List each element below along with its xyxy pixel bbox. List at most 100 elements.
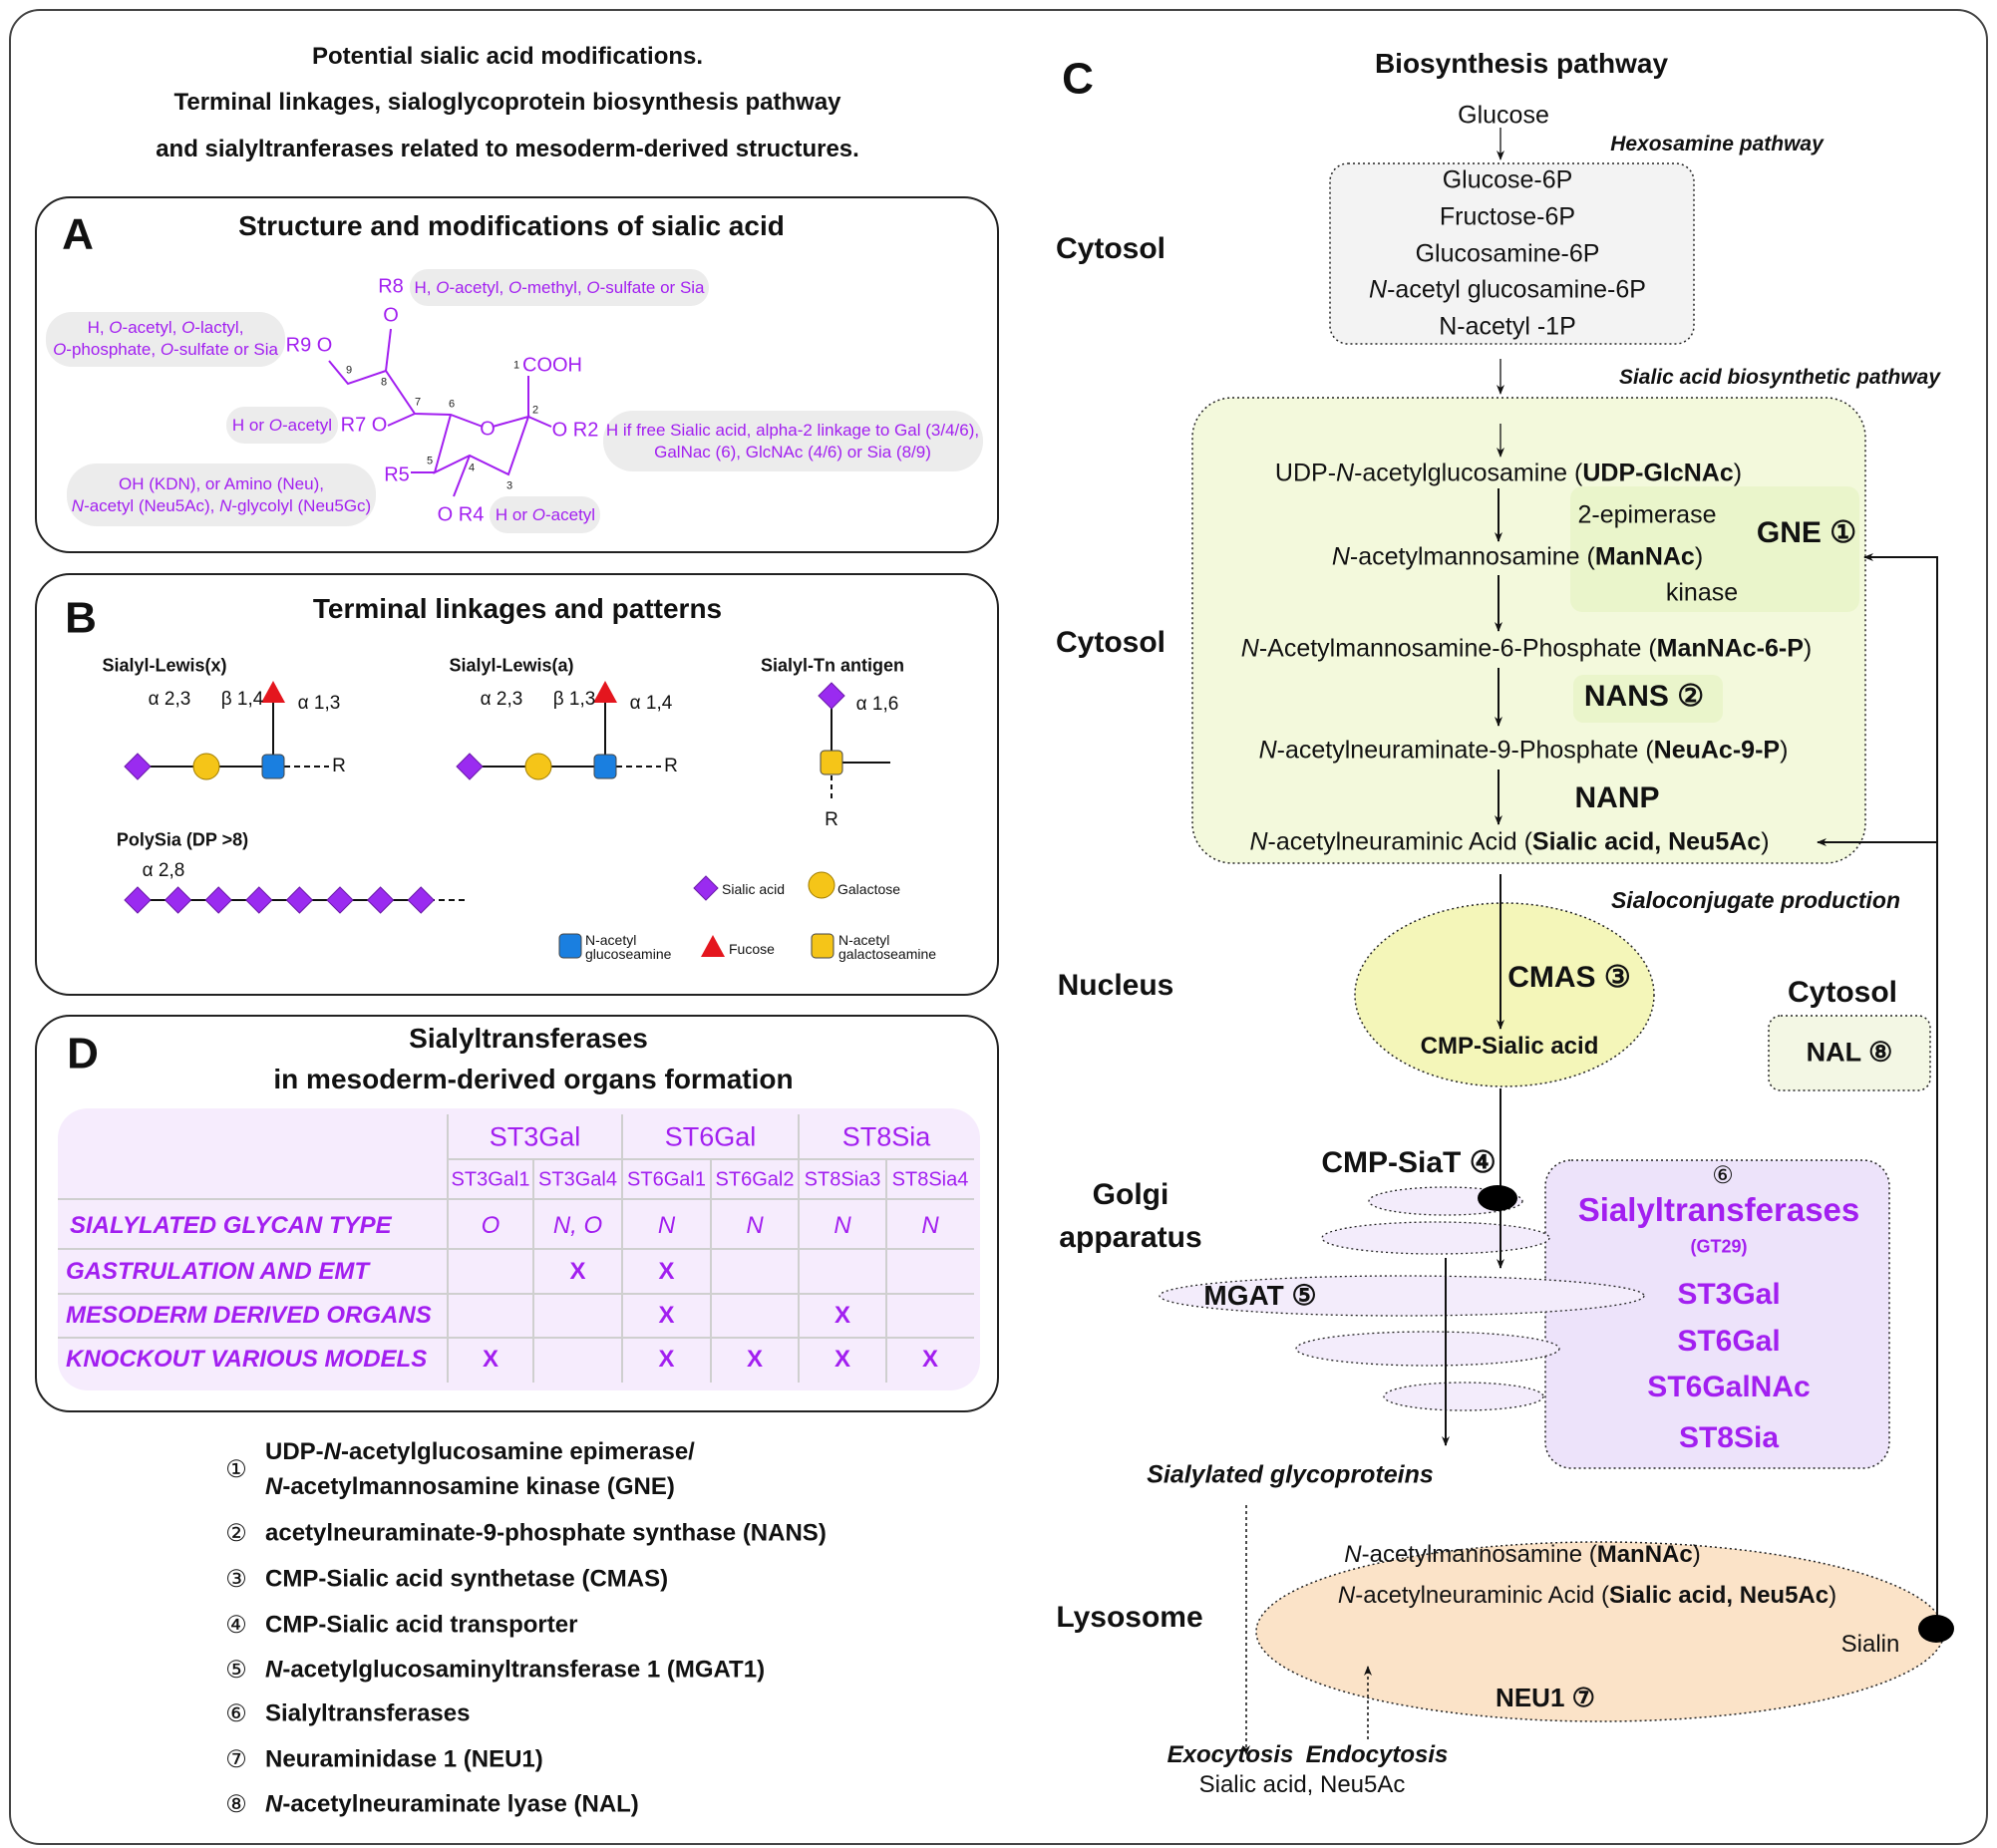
text-segment: CMP-Sialic acid synthetase (CMAS) (265, 1565, 669, 1593)
hexosamine-step: Fructose-6P (1440, 203, 1575, 232)
note-r8: H, O-acetyl, O-methyl, O-sulfate or Sia (414, 277, 704, 299)
text-segment: N (1336, 459, 1355, 487)
golgi-cisterna (1295, 1331, 1560, 1367)
slea-linkage-1: α 2,3 (480, 689, 523, 711)
text-segment: GalNac (6), GlcNAc (4/6) or Sia (8/9) (654, 443, 931, 462)
table-cell: N (833, 1212, 851, 1239)
text-segment: -acetylmannosamine ( (1361, 1541, 1597, 1569)
st-box-number: ⑥ (1712, 1162, 1734, 1190)
note-bubble-r7 (226, 407, 338, 444)
text-segment: -acetylneuraminic Acid ( (1355, 1582, 1609, 1610)
text-segment: N (1240, 634, 1259, 663)
cmp-sialic-acid: CMP-Sialic acid (1420, 1033, 1599, 1061)
text-segment: NeuAc-9-P (1653, 736, 1781, 765)
table-column-header: ST6Gal2 (715, 1168, 795, 1191)
text-segment: -acetylneuraminate-9-Phosphate ( (1276, 736, 1654, 765)
stn-r: R (825, 809, 838, 831)
table-column-header: ST3Gal4 (538, 1168, 617, 1191)
text-segment: N (323, 1438, 342, 1466)
table-cell: N (921, 1212, 939, 1239)
table-cell: X (482, 1346, 499, 1373)
text-segment: ManNAc (1594, 542, 1695, 571)
sialylated-glycoproteins: Sialylated glycoproteins (1147, 1460, 1434, 1489)
text-segment: N (219, 496, 232, 515)
text-segment: -lactyl, (194, 317, 244, 337)
sialic-acid-diamond-icon (818, 682, 845, 710)
note-r5: OH (KDN), or Amino (Neu),N-acetyl (Neu5A… (72, 473, 371, 517)
text-segment: O (268, 415, 282, 435)
text-segment: Glucose-6P (1442, 165, 1573, 194)
text-segment: -methyl, (521, 277, 587, 297)
carbon-4: 4 (468, 462, 476, 474)
text-segment: -Acetylmannosamine-6-Phosphate ( (1258, 634, 1657, 663)
text-segment: -phosphate, (66, 340, 161, 359)
hexosamine-step: N-acetyl -1P (1439, 313, 1576, 342)
step-udp-glcnac: UDP-N-acetylglucosamine (UDP-GlcNAc) (1275, 460, 1742, 488)
compartment-golgi-1: Golgi (1092, 1177, 1169, 1211)
text-segment: Glucosamine-6P (1415, 239, 1600, 268)
atom-r5: R5 (384, 463, 410, 486)
sialic-acid-diamond-icon (124, 753, 152, 780)
text-segment: N (71, 496, 85, 515)
nans-highlight (1573, 675, 1723, 723)
enzyme-number: ② (225, 1520, 247, 1548)
slea-r: R (664, 756, 678, 777)
enzyme-nal: NAL ⑧ (1806, 1037, 1893, 1068)
note-r2: H if free Sialic acid, alpha-2 linkage t… (606, 420, 979, 463)
table-column-header: ST8Sia3 (804, 1168, 881, 1191)
text-segment: N (1344, 1541, 1362, 1569)
carbon-2: 2 (531, 404, 539, 417)
panel-c-title: Biosynthesis pathway (1374, 47, 1669, 79)
bond-c4-o (453, 455, 471, 497)
note-bubble-r8 (410, 269, 709, 306)
exocytosis-label: Exocytosis (1166, 1741, 1294, 1769)
hexosamine-box (1329, 162, 1695, 345)
golgi-cisterna (1383, 1382, 1544, 1411)
text-segment: ) (1694, 542, 1704, 571)
table-cell: X (833, 1302, 851, 1329)
table-cell: X (921, 1346, 939, 1373)
text-segment: -acetyl glucosamine-6P (1387, 275, 1646, 304)
slex-linkage-2: β 1,4 (220, 689, 264, 711)
text-segment: Sialic acid, Neu5Ac (1531, 827, 1762, 856)
glucose: Glucose (1458, 101, 1549, 130)
text-segment: Sialic acid, Neu5Ac (1609, 1582, 1830, 1610)
sialic-acid-diamond-icon (245, 886, 273, 914)
carbon-6: 6 (448, 398, 456, 411)
table-group-header: ST3Gal (489, 1121, 581, 1152)
bond-c2-o (527, 416, 552, 428)
enzyme-name: UDP-N-acetylglucosamine epimerase/N-acet… (265, 1435, 695, 1505)
table-cell: O (481, 1212, 500, 1239)
outer-frame (9, 9, 1988, 1845)
text-segment: O (53, 340, 67, 359)
text-segment: -acetylglucosamine epimerase/ (341, 1438, 695, 1466)
step-neu5ac: N-acetylneuraminic Acid (Sialic acid, Ne… (1249, 828, 1769, 857)
bond-c8-o (385, 328, 392, 372)
table-row-label: SIALYLATED GLYCAN TYPE (70, 1212, 392, 1239)
atom-r2: O R2 (551, 419, 599, 442)
panel-b-frame (35, 573, 999, 996)
legend-fucose: Fucose (729, 940, 775, 957)
label-kinase: kinase (1665, 578, 1739, 607)
sialoconjugate-label: Sialoconjugate production (1610, 886, 1901, 913)
legend-sialic-acid: Sialic acid (722, 880, 786, 897)
sialic-acid-diamond-icon (285, 886, 314, 914)
legend-galactose-icon (808, 871, 835, 899)
fucose-triangle-icon (261, 681, 285, 703)
step-neuac-9p: N-acetylneuraminate-9-Phosphate (NeuAc-9… (1259, 737, 1789, 766)
table-cell: X (746, 1346, 764, 1373)
galnac-square-icon (820, 750, 843, 775)
text-segment: ManNAc (1596, 1541, 1693, 1569)
slex-r: R (332, 756, 346, 777)
table-cell: X (658, 1302, 675, 1329)
table-cell: X (569, 1258, 586, 1285)
carbon-8: 8 (380, 376, 388, 389)
text-segment: -acetyl (Neu5Ac), (84, 496, 220, 515)
text-segment: N (1258, 736, 1277, 765)
text-segment: O (109, 317, 123, 337)
text-segment: N (1249, 827, 1268, 856)
panel-a-letter: A (62, 209, 94, 259)
sialic-acid-diamond-icon (326, 886, 354, 914)
legend-galactose: Galactose (837, 880, 901, 897)
text-segment: N (1369, 275, 1388, 304)
